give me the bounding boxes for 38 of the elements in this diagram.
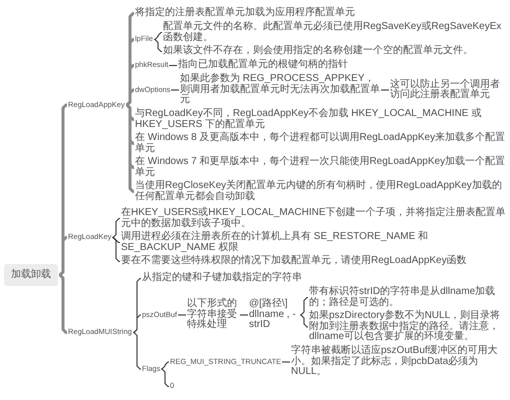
brace-connector bbox=[126, 104, 134, 193]
note-text: 带有标识符strID的字符串是从dllname加载的；路径是可选的。 bbox=[309, 287, 506, 308]
note-text: 这可以防止另一个调用者访问此注册表配置单元 bbox=[390, 80, 506, 100]
note-text: 在HKEY_USERS或HKEY_LOCAL_MACHINE下创建一个子项，并将指定注册表配置单元中的数据加载到该子项中。 bbox=[121, 208, 506, 229]
brace-connector bbox=[58, 236, 68, 276]
note-text: 如果pszDirectory参数不为NULL，则目录将附加到注册表数据中指定的路径。请注意，dllname可以包含要扩展的环境变量。 bbox=[309, 311, 506, 342]
note-text: 在 Windows 7 和更早版本中，每个进程一次只能使用RegLoadAppKey加载一个配置单元 bbox=[135, 157, 506, 178]
brace-connector bbox=[178, 314, 186, 316]
note-text: 如果此参数为 REG_PROCESS_APPKEY，则调用者加载配置单元时无法再次加载配置单元 bbox=[180, 74, 380, 106]
brace-connector bbox=[58, 274, 68, 334]
brace-connector bbox=[132, 314, 142, 333]
brace-connector bbox=[240, 314, 248, 316]
brace-connector bbox=[132, 332, 142, 370]
brace-connector bbox=[168, 65, 178, 66]
note-text: 在 Windows 8 及更高版本中，每个进程都可以调用RegLoadAppKey来加载多个配置单元 bbox=[135, 133, 506, 154]
note-text: 与RegLoadKey不同，RegLoadAppKey不会加载 HKEY_LOCAL_MACHINE 或 HKEY_USERS 下的配置单元 bbox=[135, 109, 506, 130]
format-string: @[路径\] dllname , - strID bbox=[249, 299, 299, 330]
note-text: 指向已加载配置单元的根键句柄的指针 bbox=[178, 60, 506, 70]
brace-connector bbox=[154, 32, 162, 40]
brace-connector bbox=[154, 39, 162, 52]
note-text: 调用进程必须在注册表所在的计算机上具有 SE_RESTORE_NAME 和 SE_BACKUP_NAME 权限 bbox=[121, 232, 506, 253]
brace-connector bbox=[112, 237, 120, 243]
brace-connector bbox=[160, 368, 170, 387]
brace-connector bbox=[300, 314, 308, 328]
note-text: 要在不需要这些特殊权限的情况下加载配置单元，请使用RegLoadAppKey函数 bbox=[121, 256, 506, 266]
note-text: 以下形式的字符串接受特殊处理 bbox=[187, 299, 239, 330]
note-text: 从指定的键和子键加载指定的字符串 bbox=[142, 273, 506, 284]
note-text: 将指定的注册表配置单元加载为应用程序配置单元 bbox=[135, 8, 506, 18]
brace-connector bbox=[112, 218, 120, 238]
note-text: 配置单元文件的名称。此配置单元必须已使用RegSaveKey或RegSaveKeyEx函数创建。 bbox=[163, 22, 506, 43]
note-text: 当使用RegCloseKey关闭配置单元内键的所有句柄时，使用RegLoadAppKey加载的任何配置单元都会自动卸载 bbox=[135, 181, 506, 202]
brace-connector bbox=[160, 362, 170, 370]
central-topic: 加载卸载 bbox=[4, 264, 58, 286]
brace-connector bbox=[126, 88, 134, 106]
note-text: 字符串被截断以适应pszOutBuf缓冲区的可用大小。如果指定了此标志，则pcbData必须为NULL。 bbox=[291, 346, 506, 378]
note-text: 如果该文件不存在，则会使用指定的名称创建一个空的配置单元文件。 bbox=[163, 46, 506, 56]
brace-connector bbox=[112, 237, 120, 262]
brace-connector bbox=[300, 297, 308, 316]
